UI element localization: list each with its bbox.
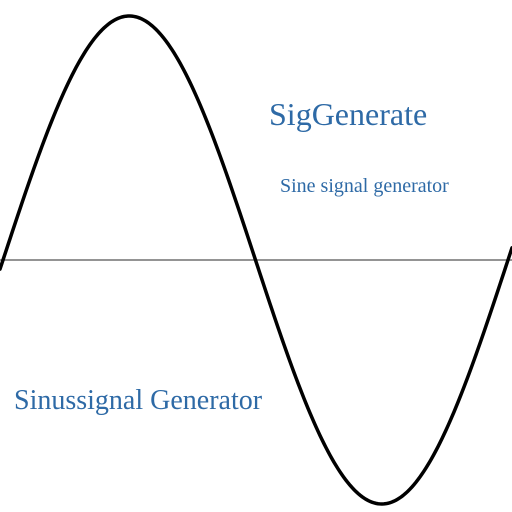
app-title: SigGenerate xyxy=(269,96,428,132)
sine-curve xyxy=(0,14,512,506)
app-subtitle: Sine signal generator xyxy=(280,175,449,197)
app-alt-name: Sinussignal Generator xyxy=(14,385,263,416)
